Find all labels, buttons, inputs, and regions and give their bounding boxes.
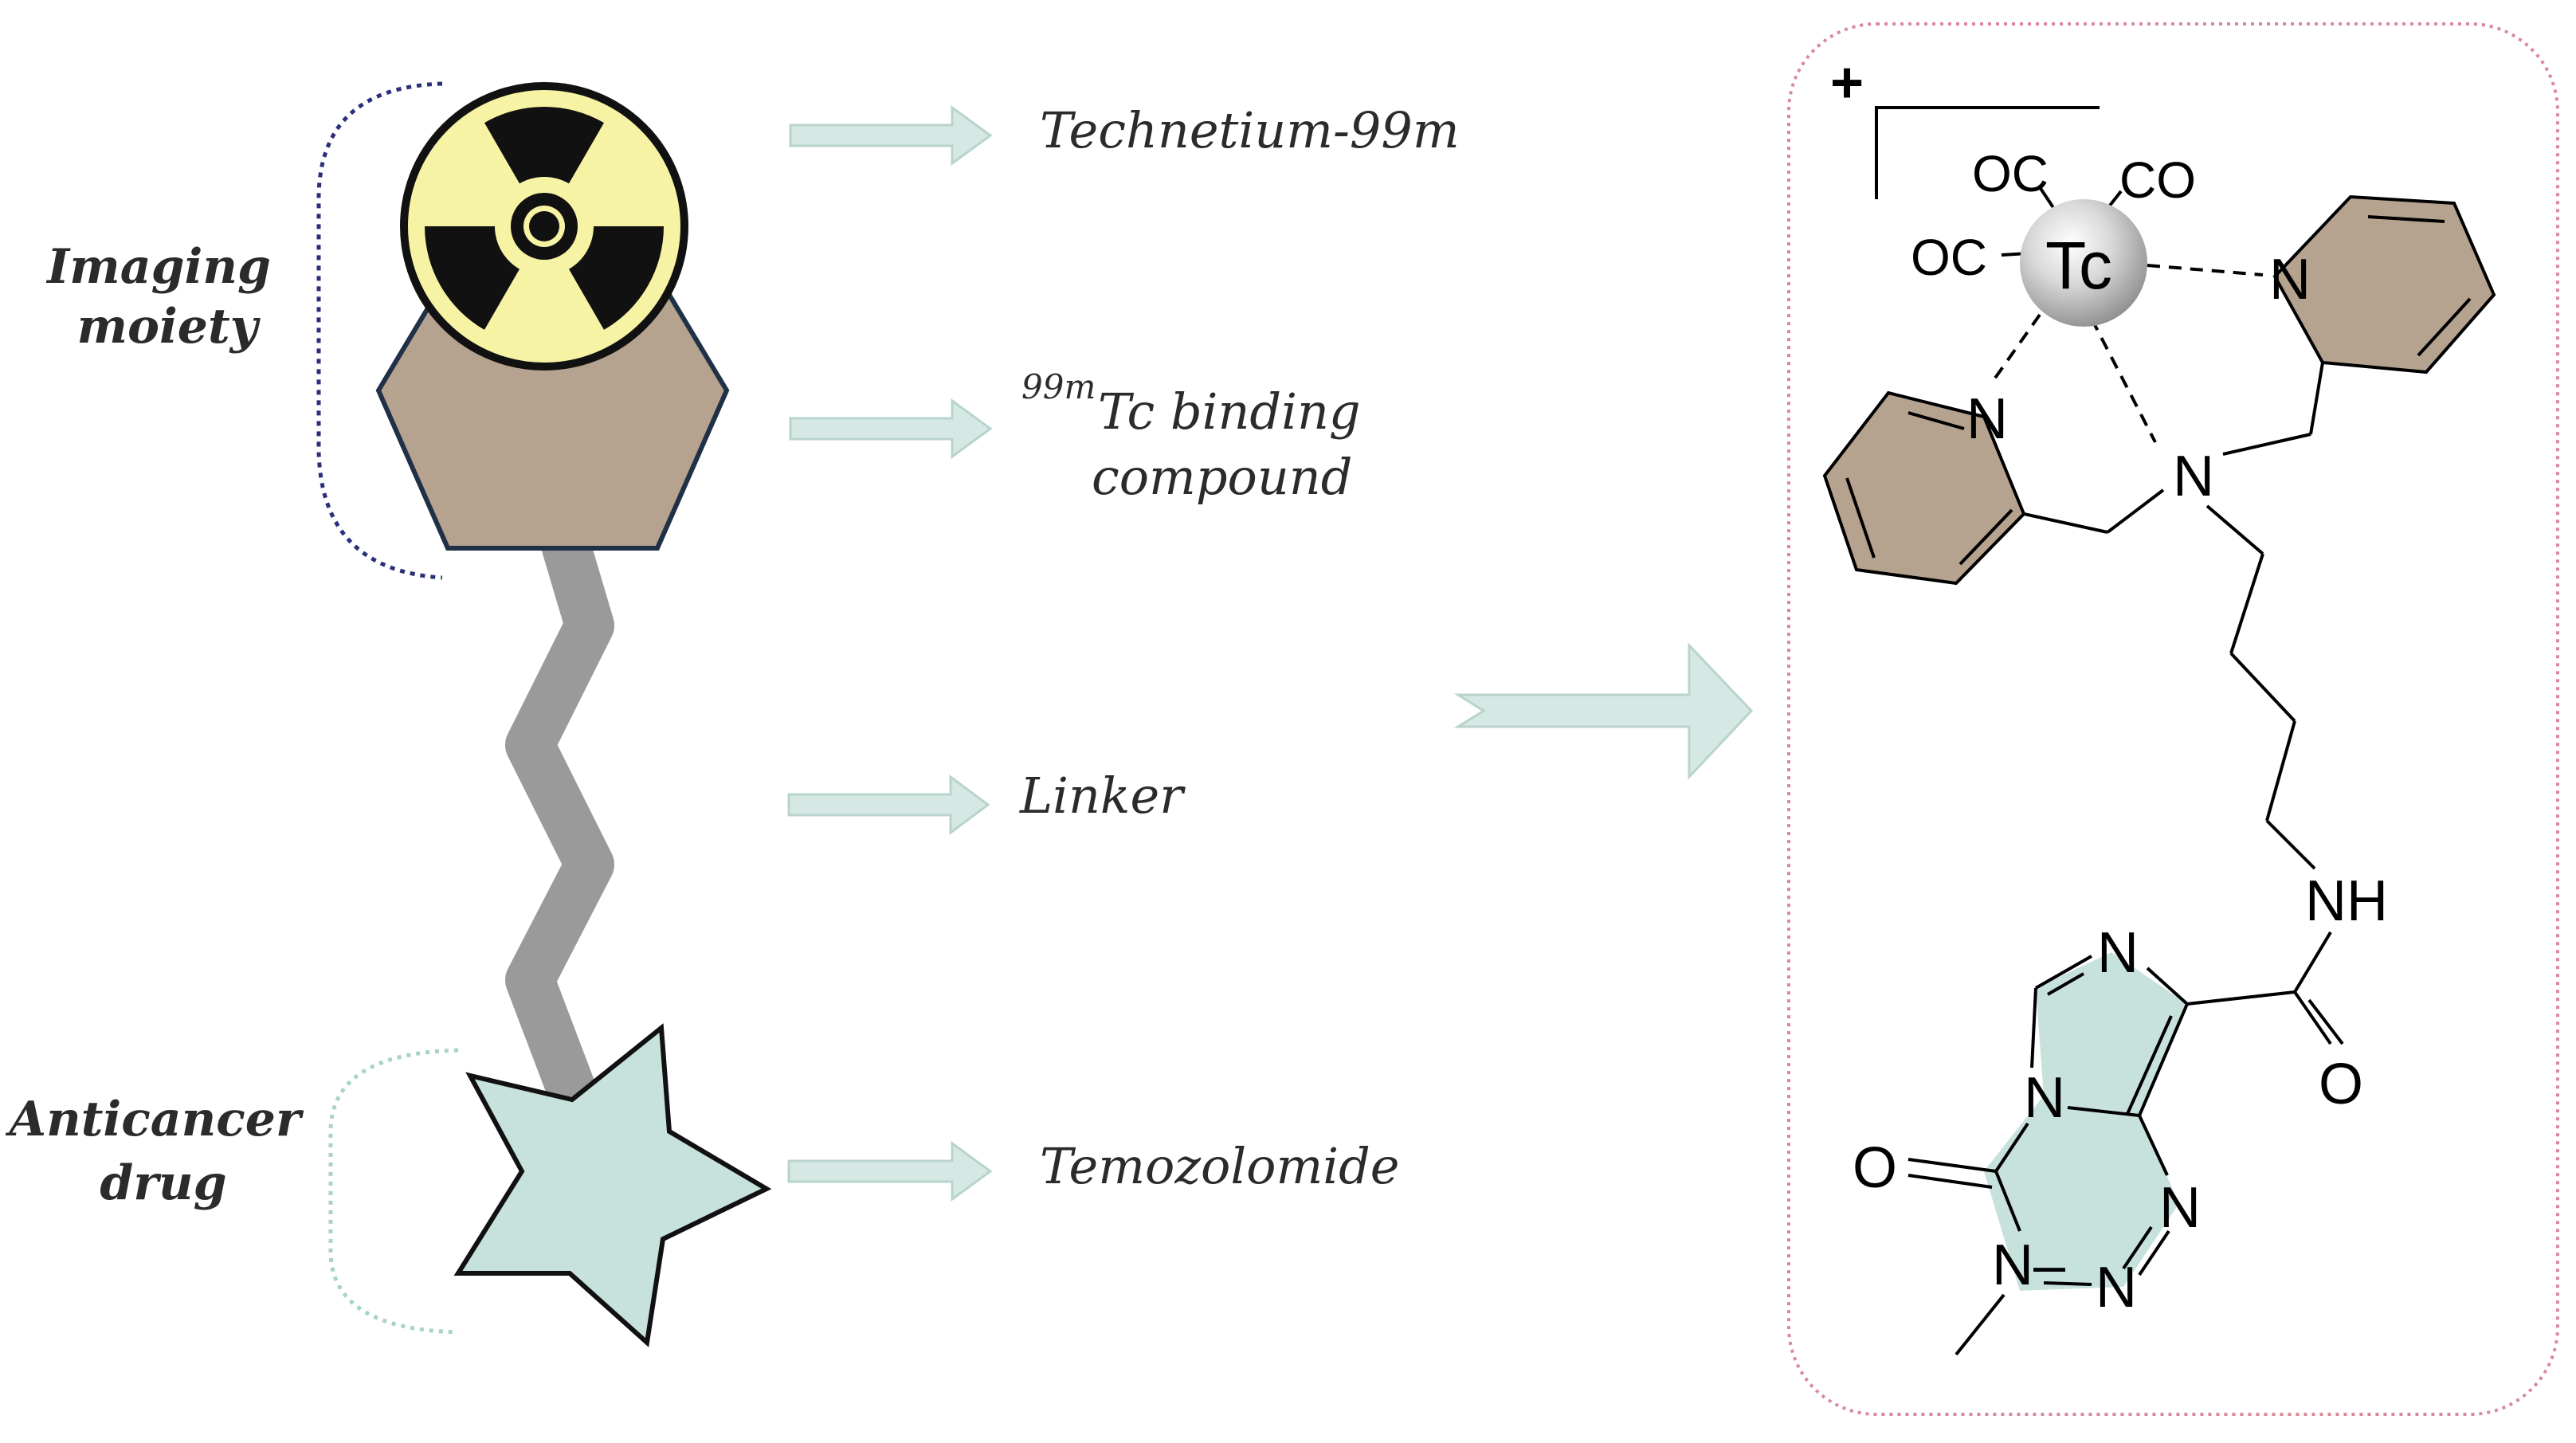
label-binding-line1: Tc binding	[1098, 382, 1361, 441]
atom-n-triazine-bottom: N	[2096, 1256, 2137, 1319]
complex-charge: +	[1830, 51, 1864, 115]
tc-sphere	[2020, 199, 2147, 327]
atom-nh: NH	[2305, 869, 2388, 933]
label-binding-sup: 99m	[1021, 367, 1096, 406]
arrow-temozolomide	[787, 1141, 993, 1202]
tmz-triazine-ring	[1984, 1096, 2179, 1291]
drug-label: Anticancer drug	[6, 1092, 318, 1211]
complex-bracket	[1875, 106, 2100, 199]
radiation-icon	[400, 82, 688, 371]
tmz-imidazole-ring	[2036, 952, 2187, 1116]
radiation-blade	[425, 226, 520, 330]
atom-oc-left: OC	[1911, 229, 1987, 286]
label-linker: Linker	[1019, 767, 1186, 825]
arrow-linker	[787, 774, 990, 835]
atom-n-bridge: N	[2024, 1066, 2065, 1130]
atom-co-top: CO	[2119, 151, 2196, 209]
atom-n-pyr-left: N	[1966, 387, 2008, 451]
atom-n-triazine-right: N	[2159, 1176, 2201, 1240]
structure-box	[1787, 22, 2559, 1416]
label-temozolomide: Temozolomide	[1040, 1137, 1400, 1195]
atom-n-amine: N	[2173, 445, 2214, 508]
imaging-label: Imaging moiety	[45, 239, 288, 355]
bonds	[1907, 186, 2344, 1356]
atom-n-methyl: N	[1992, 1233, 2033, 1297]
arrow-binding	[789, 398, 993, 459]
atom-oc-top: OC	[1972, 145, 2049, 202]
atom-n-imid-top: N	[2097, 921, 2139, 985]
imaging-bracket	[316, 81, 443, 580]
radiation-blade	[569, 226, 664, 330]
big-arrow	[1453, 642, 1754, 780]
atom-n-pyr-right: N	[2269, 248, 2311, 312]
drug-star	[453, 1023, 772, 1347]
atom-tc: Tc	[2045, 228, 2112, 303]
linker-chain	[505, 511, 614, 1104]
drug-bracket	[328, 1048, 459, 1335]
label-binding-line2: compound	[1092, 448, 1352, 506]
atom-o-carbonyl: O	[1853, 1136, 1897, 1200]
label-technetium: Technetium-99m	[1040, 101, 1460, 159]
atom-dash-n-methyl: –	[2033, 1233, 2066, 1297]
atom-o-amide: O	[2319, 1053, 2363, 1116]
arrow-technetium	[789, 105, 993, 166]
radiation-blade	[484, 107, 604, 184]
